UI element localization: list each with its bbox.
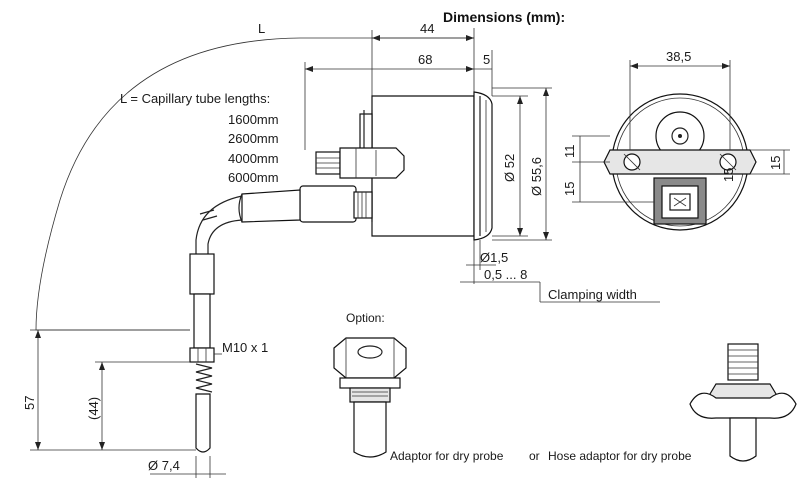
dim-15-right-label: 15 (768, 156, 783, 170)
option-adaptor-label: Adaptor for dry probe (390, 449, 504, 463)
dim-68-line (304, 50, 475, 150)
option-hose-adaptor-label: Hose adaptor for dry probe (548, 449, 692, 463)
dim-44-paren-label: (44) (86, 397, 101, 420)
capillary-length-3: 4000mm (228, 151, 279, 166)
gauge-rear-view (603, 93, 757, 231)
hose-adaptor-image (689, 343, 797, 462)
dim-clamping-lines (460, 240, 660, 303)
dim-clamping-width-label: Clamping width (548, 287, 637, 302)
option-label: Option: (346, 311, 385, 325)
adaptor-dry-probe-image (333, 337, 407, 458)
dim-5-label: 5 (483, 52, 490, 67)
dim-57-label: 57 (22, 396, 37, 410)
dim-38_5-label: 38,5 (666, 49, 691, 64)
dim-15-mid-label: 15 (721, 168, 736, 182)
dim-phi55_6-label: Ø 55,6 (529, 157, 544, 196)
dim-clamp-range-label: 0,5 ... 8 (484, 267, 527, 282)
dim-44-label: 44 (420, 21, 434, 36)
dim-15-left-label: 15 (562, 182, 577, 196)
dim-phi1_5-label: Ø1,5 (480, 250, 508, 265)
option-or-label: or (529, 449, 540, 463)
capillary-tube-outline (35, 28, 475, 331)
dim-rear-lines (572, 60, 790, 203)
capillary-length-1: 1600mm (228, 112, 279, 127)
drawing-title: Dimensions (mm): (443, 9, 565, 25)
dim-phi52-label: Ø 52 (502, 154, 517, 182)
capillary-length-2: 2600mm (228, 131, 279, 146)
probe-assembly (189, 195, 243, 453)
dim-thread-label: M10 x 1 (222, 340, 268, 355)
dim-diameter-lines (492, 87, 552, 241)
dim-phi7_4-label: Ø 7,4 (148, 458, 180, 473)
dim-11-label: 11 (562, 145, 577, 159)
capillary-length-4: 6000mm (228, 170, 279, 185)
dim-L-label: L (258, 21, 265, 36)
capillary-heading: L = Capillary tube lengths: (120, 91, 270, 106)
gauge-side-view (238, 91, 493, 241)
dim-68-label: 68 (418, 52, 432, 67)
dim-probe-lines (30, 329, 226, 478)
